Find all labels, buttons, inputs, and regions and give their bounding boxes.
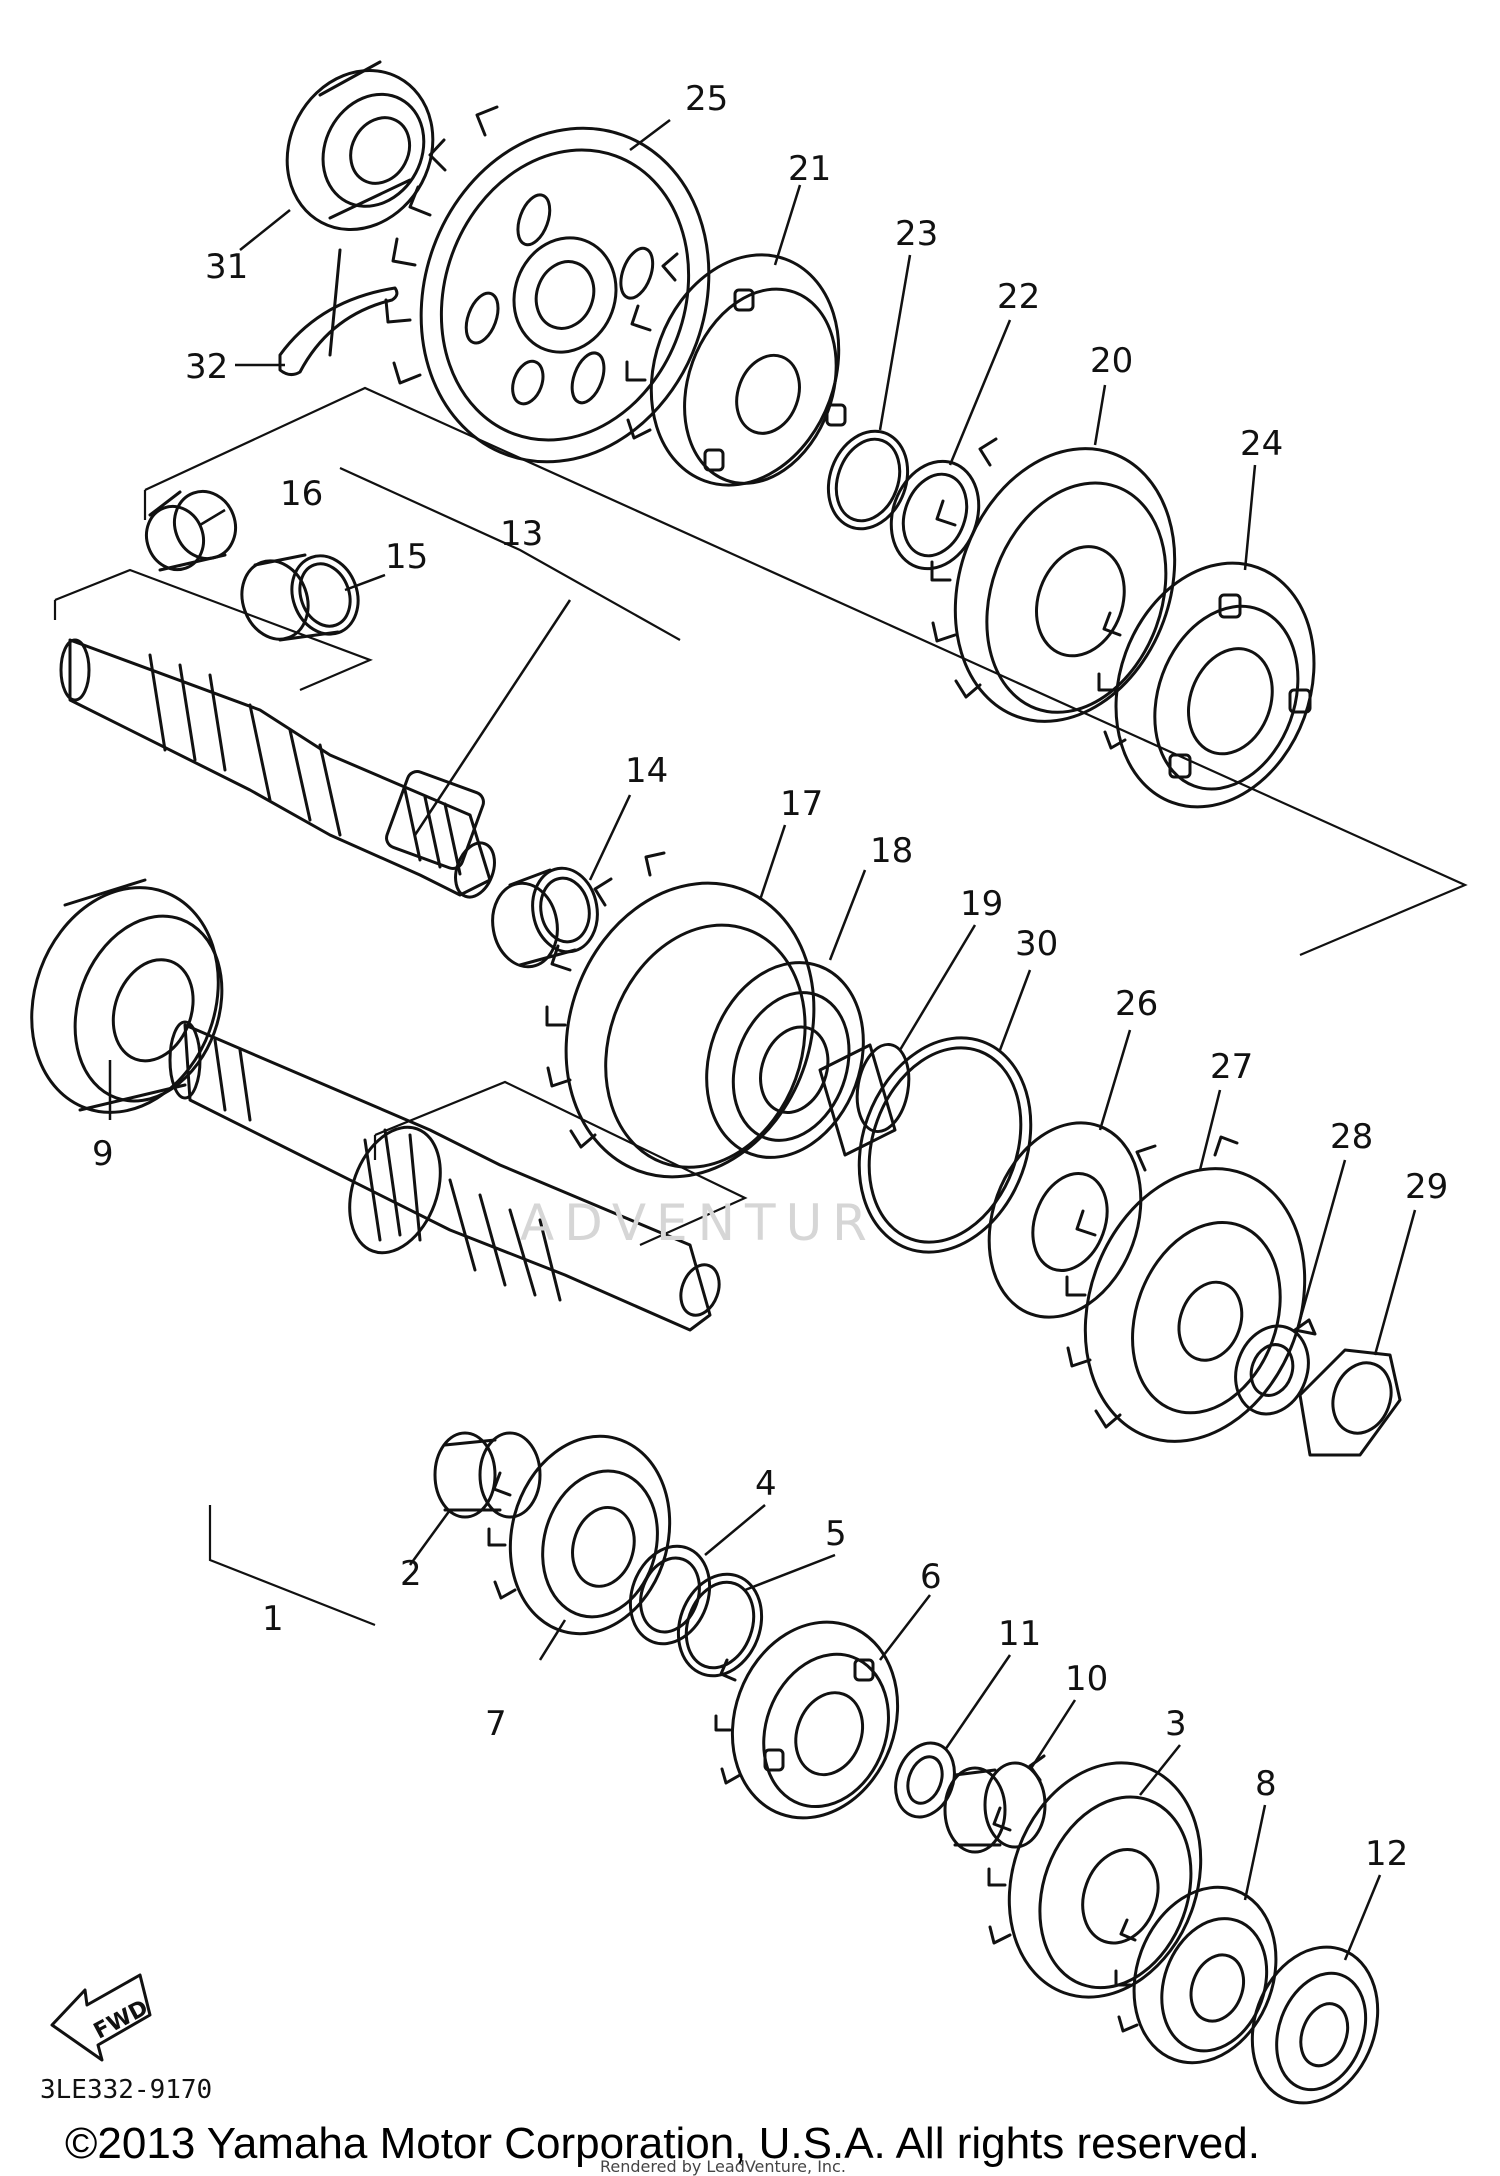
- part-14-bushing: [491, 866, 599, 969]
- part-2-bushing: [433, 1431, 542, 1519]
- label-part-6: 6: [920, 1557, 942, 1597]
- label-part-20: 20: [1090, 341, 1133, 381]
- label-part-12: 12: [1365, 1834, 1408, 1874]
- part-23-circlip: [826, 429, 910, 531]
- part-19-collar: [818, 1042, 911, 1157]
- fwd-arrow-icon: FWD: [50, 1973, 152, 2062]
- part-27-sprocket: [1065, 1135, 1307, 1443]
- part-32-circlip: [278, 248, 399, 377]
- copyright-notice: ©2013 Yamaha Motor Corporation, U.S.A. A…: [65, 2119, 1260, 2168]
- part-21-gear: [625, 252, 847, 487]
- label-part-21: 21: [788, 149, 831, 189]
- part-26-washer: [987, 1121, 1143, 1319]
- label-part-10: 10: [1065, 1659, 1108, 1699]
- part-17-gear: [545, 851, 816, 1179]
- part-4-washer: [628, 1544, 712, 1646]
- label-part-24: 24: [1240, 424, 1283, 464]
- label-part-32: 32: [185, 347, 228, 387]
- label-part-15: 15: [385, 537, 428, 577]
- part-22-washer: [889, 459, 981, 571]
- label-part-17: 17: [780, 784, 823, 824]
- part-6-gear: [714, 1620, 900, 1820]
- label-part-5: 5: [825, 1514, 847, 1554]
- part-labels: 25 21 23 22 20 24 31 32 16 15 13 14 17 1…: [92, 79, 1448, 1874]
- leader-lines: [108, 119, 1417, 1961]
- label-part-2: 2: [400, 1554, 422, 1594]
- part-16-bushing: [145, 489, 237, 572]
- watermark-text: ADVENTUR: [520, 1194, 877, 1252]
- part-12-bearing: [1250, 1945, 1380, 2105]
- part-10-bushing: [943, 1761, 1047, 1854]
- part-11-washer: [894, 1741, 956, 1819]
- label-part-26: 26: [1115, 984, 1158, 1024]
- part-29-nut: [1298, 1348, 1402, 1457]
- part-24-gear: [1097, 561, 1316, 809]
- part-28-lock-washer: [1234, 1318, 1317, 1416]
- part-13-drive-axle: [59, 638, 496, 899]
- label-part-30: 30: [1015, 924, 1058, 964]
- label-part-19: 19: [960, 884, 1003, 924]
- label-part-22: 22: [997, 277, 1040, 317]
- diagram-code: 3LE332-9170: [40, 2075, 212, 2105]
- label-part-14: 14: [625, 751, 668, 791]
- label-part-11: 11: [998, 1614, 1041, 1654]
- label-part-16: 16: [280, 474, 323, 514]
- part-1-main-axle: [168, 1020, 721, 1332]
- part-15-bushing: [240, 553, 360, 642]
- part-9-bearing: [30, 878, 224, 1114]
- part-3-gear: [987, 1754, 1203, 1999]
- label-part-31: 31: [205, 247, 248, 287]
- label-part-13: 13: [500, 514, 543, 554]
- part-30-circlip: [857, 1036, 1033, 1254]
- label-part-25: 25: [685, 79, 728, 119]
- label-part-27: 27: [1210, 1047, 1253, 1087]
- part-18-bearing: [705, 961, 865, 1159]
- label-part-3: 3: [1165, 1704, 1187, 1744]
- label-part-29: 29: [1405, 1167, 1448, 1207]
- label-part-28: 28: [1330, 1117, 1373, 1157]
- credit-small: Rendered by LeadVenture, Inc.: [600, 2157, 846, 2176]
- label-part-8: 8: [1255, 1764, 1277, 1804]
- group-brackets: [53, 386, 1468, 1627]
- part-5-circlip: [676, 1572, 764, 1678]
- part-20-gear: [930, 437, 1177, 723]
- part-31-bearing: [285, 60, 435, 232]
- label-part-4: 4: [755, 1464, 777, 1504]
- label-part-18: 18: [870, 831, 913, 871]
- label-part-23: 23: [895, 214, 938, 254]
- label-part-9: 9: [92, 1134, 114, 1174]
- part-7-gear: [487, 1434, 672, 1636]
- label-part-7: 7: [485, 1704, 507, 1744]
- label-part-1: 1: [262, 1599, 284, 1639]
